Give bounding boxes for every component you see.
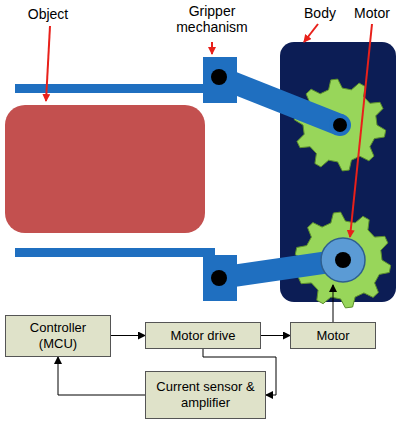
gripper-link [219,77,340,125]
signal-connector [58,357,145,395]
callout-label: Motor [346,5,398,21]
gripper-finger [15,84,215,93]
leader-line [350,24,372,237]
object [5,105,205,233]
gear [294,79,385,171]
callout-label: Object [18,6,78,22]
motor-shaft [335,252,351,268]
signal-connector [261,335,290,336]
block-label: Motor [311,326,354,346]
block-box: Motor drive [145,322,261,349]
leader-line [46,26,50,101]
pivot [211,270,227,286]
gripper-block [203,255,237,301]
block-box: Motor [290,322,376,349]
callout-label: Body [296,5,344,21]
gear-shaft [333,118,347,132]
leader-line [304,24,318,42]
block-box: Current sensor & amplifier [145,371,266,419]
signal-connector [111,335,145,336]
gear-shaft [329,114,351,136]
block-label: Motor drive [165,326,240,346]
motor-body [321,238,365,282]
block-box: Controller (MCU) [5,315,111,357]
gripper-block [203,57,237,103]
drive-wire [333,285,334,322]
callout-label: Gripper mechanism [160,3,264,35]
pivot [211,69,227,85]
block-label: Current sensor & amplifier [146,377,265,412]
gripper-finger [15,248,215,257]
block-label: Controller (MCU) [6,318,110,353]
leader-line [211,42,213,54]
